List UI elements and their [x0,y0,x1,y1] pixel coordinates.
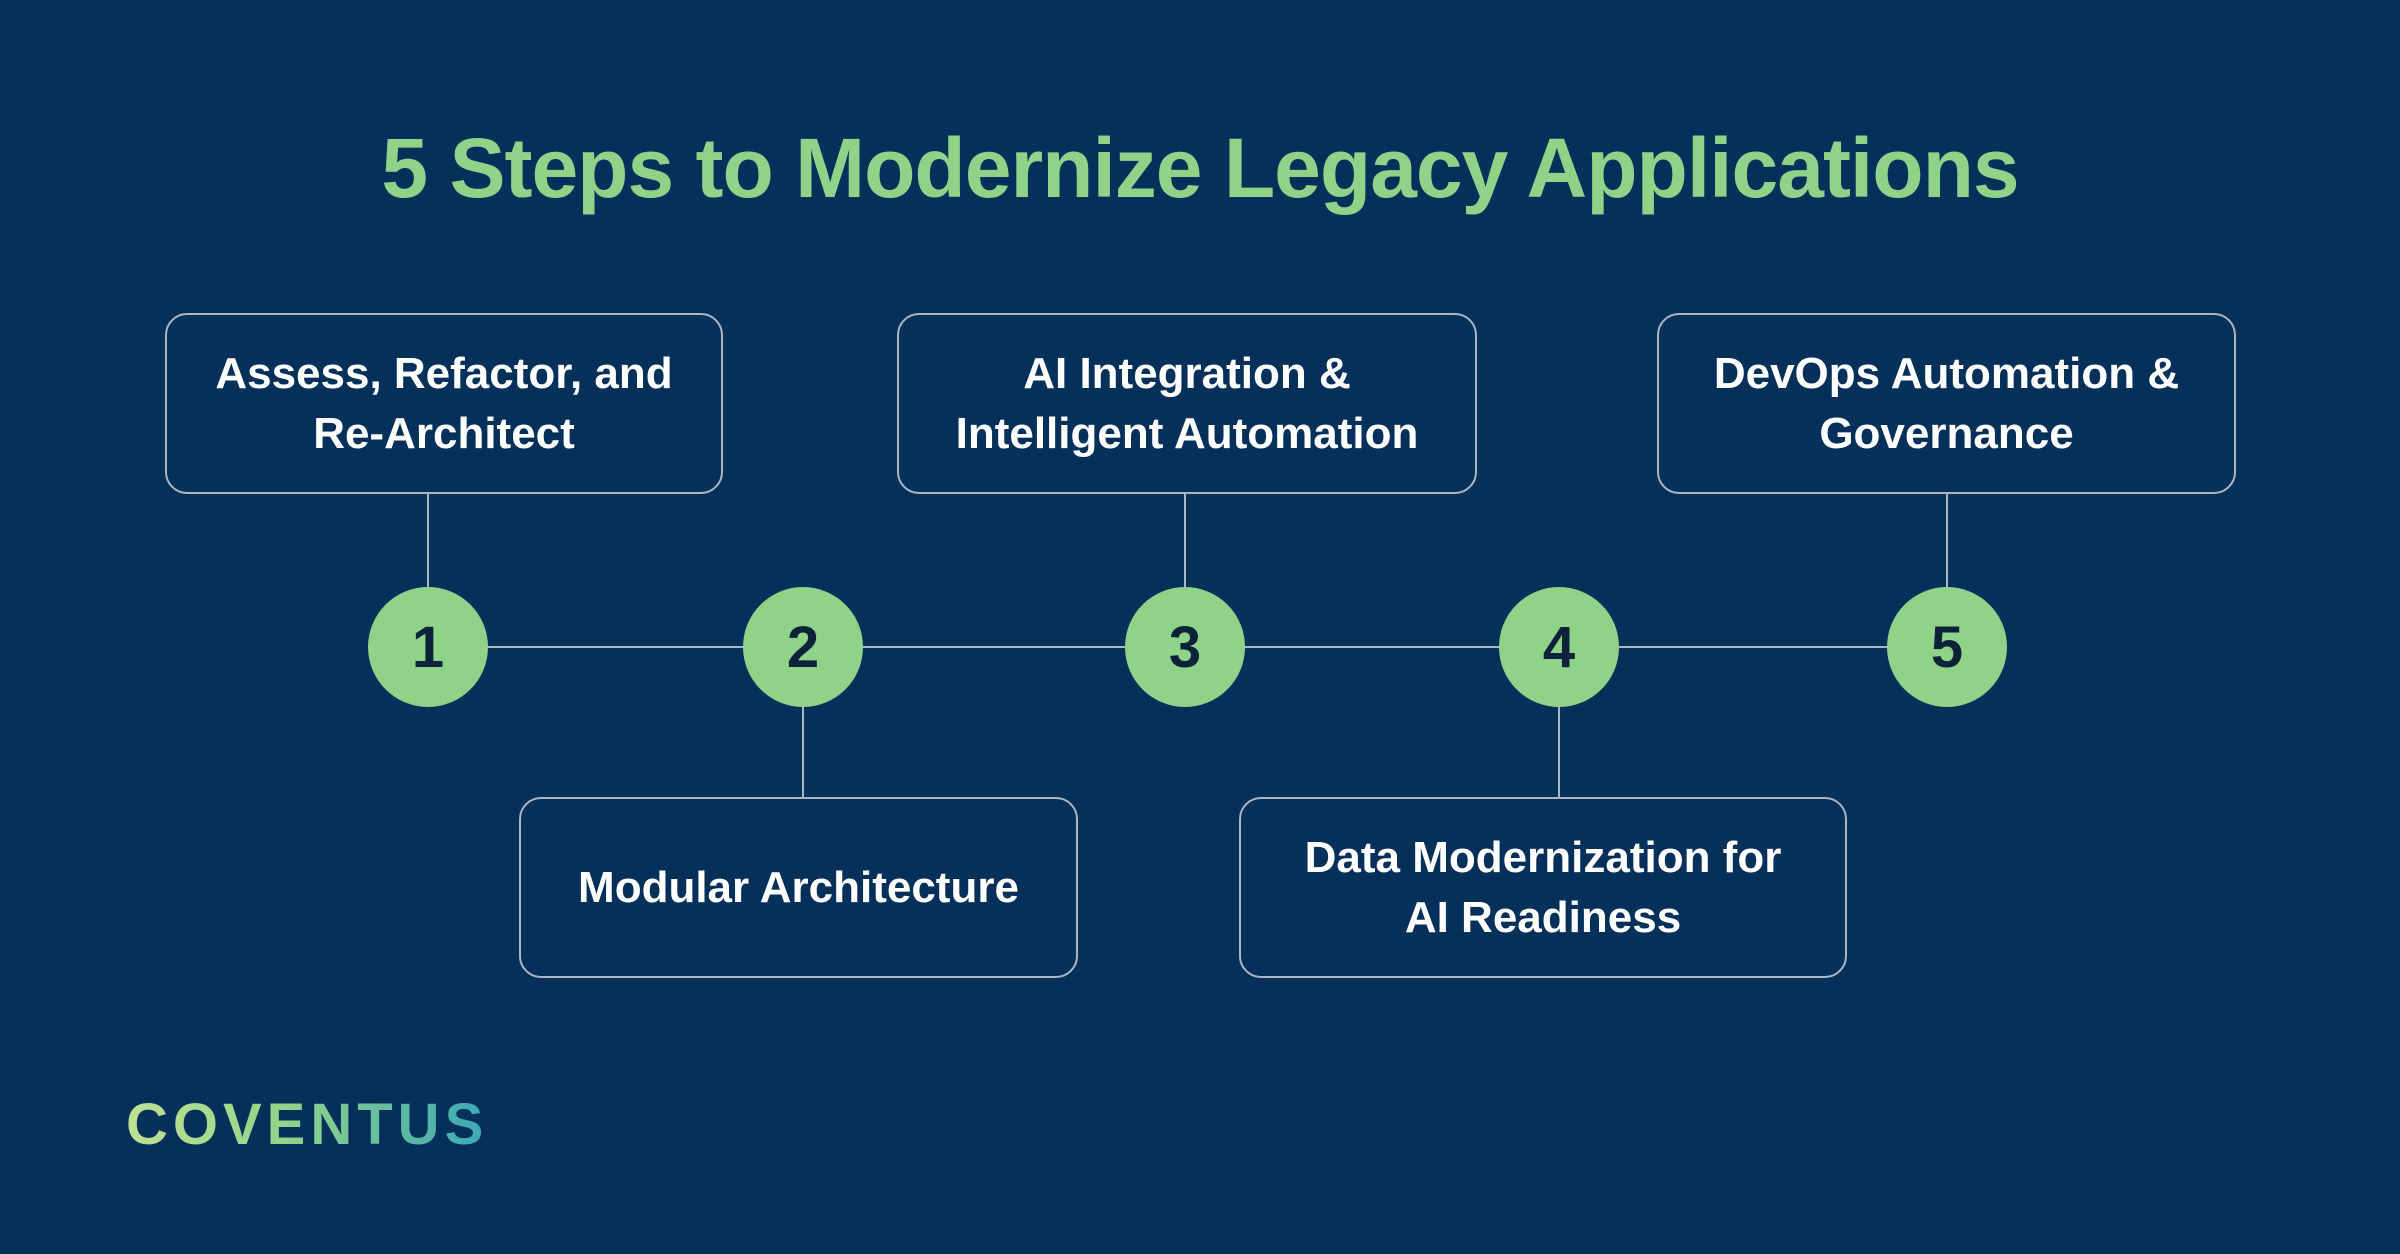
step-label-5: DevOps Automation & Governance [1713,348,2180,458]
step-label-3: AI Integration & Intelligent Automation [955,348,1419,458]
step-number-circle-4: 4 [1499,587,1619,707]
step-box-2: Modular Architecture [519,797,1078,978]
step-number-2: 2 [786,614,820,680]
step-box-4: Data Modernization for AI Readiness [1239,797,1847,978]
step-number-circle-2: 2 [743,587,863,707]
brand-logo: COVENTUS [126,1090,488,1160]
step-label-2: Modular Architecture [578,862,1019,912]
step-label-1: Assess, Refactor, and Re-Architect [215,348,673,458]
step-number-circle-5: 5 [1887,587,2007,707]
step-number-circle-3: 3 [1125,587,1245,707]
page-title: 5 Steps to Modernize Legacy Applications [381,121,2019,215]
step-number-4: 4 [1542,614,1576,680]
step-box-1: Assess, Refactor, and Re-Architect [165,313,723,494]
step-box-3: AI Integration & Intelligent Automation [897,313,1477,494]
step-box-5: DevOps Automation & Governance [1657,313,2236,494]
step-number-circle-1: 1 [368,587,488,707]
step-number-5: 5 [1930,614,1964,680]
step-number-1: 1 [411,614,445,680]
step-number-3: 3 [1168,614,1202,680]
step-label-4: Data Modernization for AI Readiness [1304,832,1782,942]
